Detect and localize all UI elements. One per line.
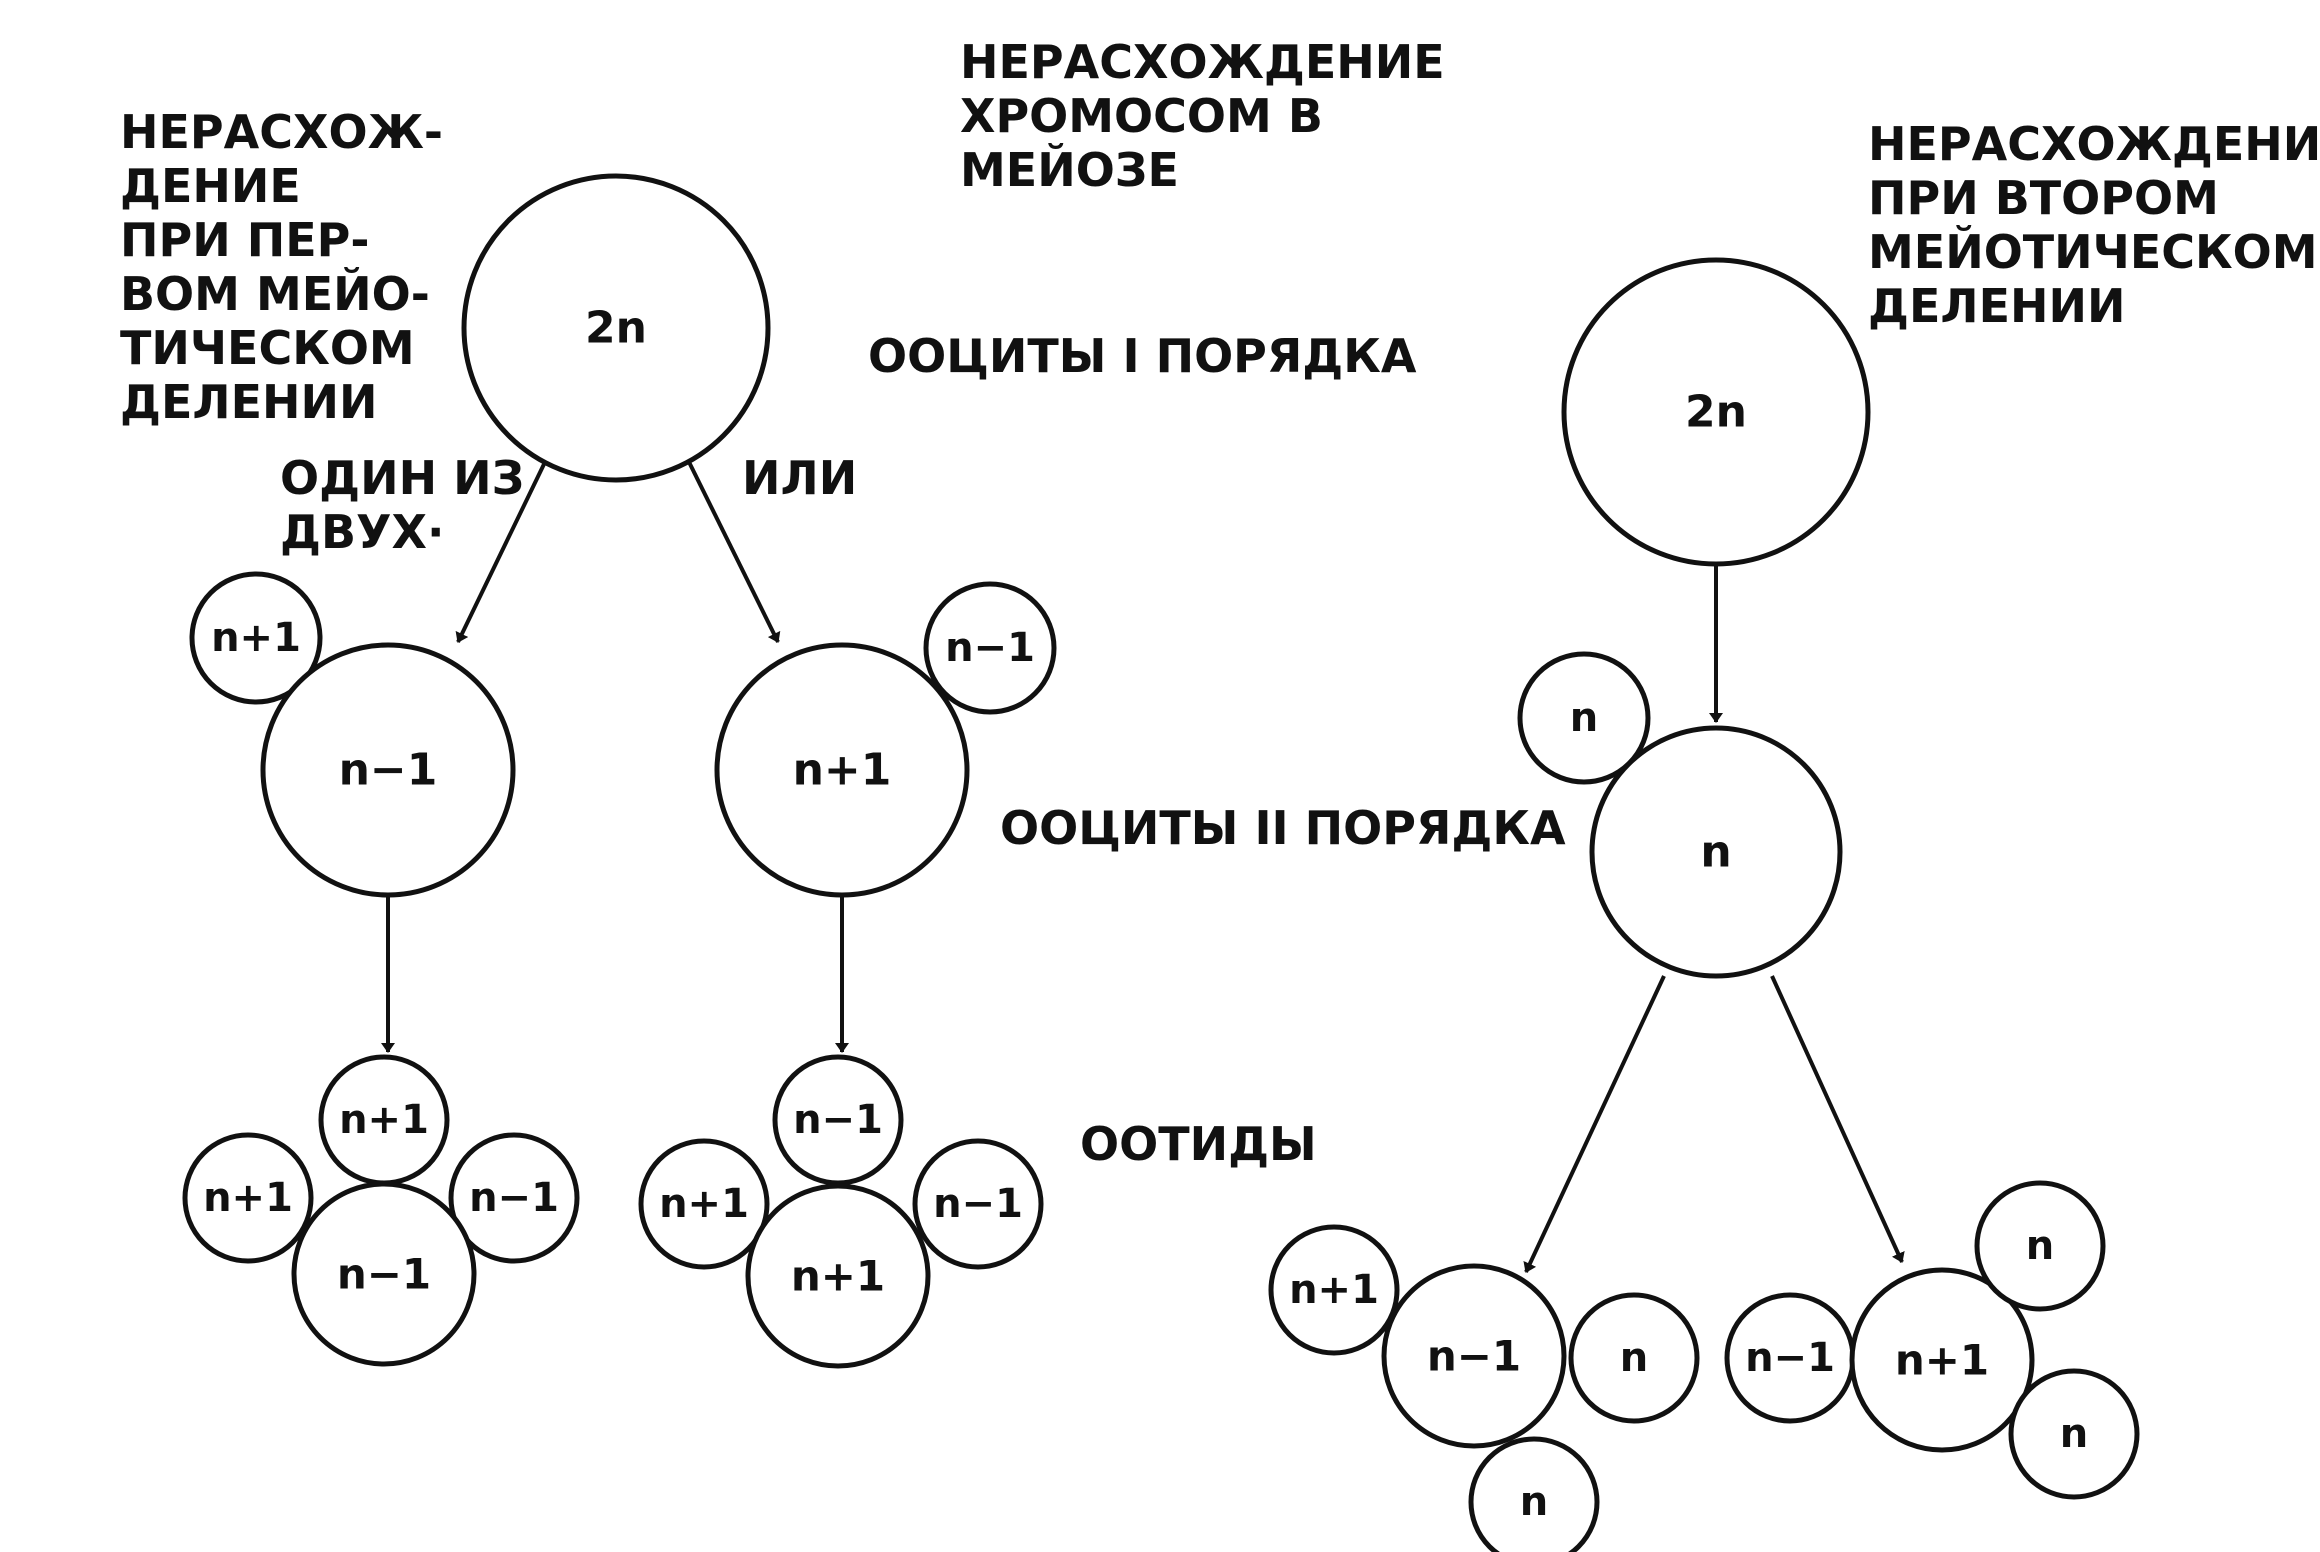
oocytes-1-line: ООЦИТЫ I ПОРЯДКА <box>868 329 1417 383</box>
cell-label: n−1 <box>1427 1332 1521 1381</box>
second-division-label: НЕРАСХОЖДЕНИЕ ПРИ ВТОРОМ МЕЙОТИЧЕСКОМ ДЕ… <box>1868 117 2320 333</box>
cell-label: n <box>2060 1411 2088 1457</box>
cell-label: n <box>1520 1479 1548 1525</box>
cell-label: n+1 <box>211 615 301 661</box>
first-division-line: ТИЧЕСКОМ <box>120 321 415 375</box>
first-division-line: ДЕЛЕНИИ <box>120 375 378 429</box>
title-line: МЕЙОЗЕ <box>960 143 1179 197</box>
cell-left-primary: 2n <box>461 173 771 483</box>
cell-right-b-ootid-bottom: n <box>2008 1368 2140 1500</box>
cell-label: n+1 <box>203 1175 293 1221</box>
cell-right-b-ootid-main: n+1 <box>1849 1267 2035 1453</box>
second-division-line: ПРИ ВТОРОМ <box>1868 171 2219 225</box>
arrow-left-b <box>686 459 781 643</box>
ootids-label: ООТИДЫ <box>1080 1117 1317 1171</box>
cell-label: n−1 <box>469 1175 559 1221</box>
first-division-line: ПРИ ПЕР- <box>120 213 369 267</box>
second-division-line: ДЕЛЕНИИ <box>1868 279 2126 333</box>
cell-label: n−1 <box>793 1097 883 1143</box>
cell-left-a-ootid-right: n−1 <box>448 1132 580 1264</box>
cell-left-a-ootid-top: n+1 <box>318 1054 450 1186</box>
first-division-line: ДЕНИЕ <box>120 159 301 213</box>
title-line: ХРОМОСОМ В <box>960 89 1323 143</box>
cell-right-a-ootid-right: n <box>1568 1292 1700 1424</box>
cell-label: 2n <box>585 303 647 354</box>
cell-left-a-secondary: n−1 <box>260 642 516 898</box>
cell-right-a-ootid-main: n−1 <box>1381 1263 1567 1449</box>
ootids-line: ООТИДЫ <box>1080 1117 1317 1171</box>
cell-label: n+1 <box>659 1181 749 1227</box>
title-label: НЕРАСХОЖДЕНИЕ ХРОМОСОМ В МЕЙОЗЕ <box>960 35 1461 197</box>
second-division-line: НЕРАСХОЖДЕНИЕ <box>1868 117 2320 171</box>
arrow-right-a <box>1523 975 1666 1273</box>
arrow-right-b <box>1770 975 1905 1263</box>
first-division-label: НЕРАСХОЖ- ДЕНИЕ ПРИ ПЕР- ВОМ МЕЙО- ТИЧЕС… <box>120 105 459 429</box>
one-of-two-line: ОДИН ИЗ <box>280 451 524 505</box>
cell-label: n <box>1700 827 1731 878</box>
cell-left-a-ootid-left: n+1 <box>182 1132 314 1264</box>
cell-left-b-ootid-main: n+1 <box>745 1183 931 1369</box>
cell-label: n+1 <box>339 1097 429 1143</box>
cell-left-b-ootid-top: n−1 <box>772 1054 904 1186</box>
cell-right-b-ootid-top: n <box>1974 1180 2106 1312</box>
cell-left-a-ootid-main: n−1 <box>291 1181 477 1367</box>
cell-label: n−1 <box>945 625 1035 671</box>
cell-label: 2n <box>1685 387 1747 438</box>
cell-right-b-ootid-left: n−1 <box>1724 1292 1856 1424</box>
cell-right-polar: n <box>1517 651 1651 785</box>
or-line: ИЛИ <box>742 451 857 505</box>
cell-label: n+1 <box>1895 1336 1989 1385</box>
cell-left-a-polar: n+1 <box>189 571 323 705</box>
cell-label: n <box>2026 1223 2054 1269</box>
first-division-line: ВОМ МЕЙО- <box>120 267 430 321</box>
title-line: НЕРАСХОЖДЕНИЕ <box>960 35 1445 89</box>
oocytes-2-line: ООЦИТЫ II ПОРЯДКА <box>1000 801 1566 855</box>
cell-right-primary: 2n <box>1561 257 1871 567</box>
cell-right-a-ootid-left: n+1 <box>1268 1224 1400 1356</box>
cell-right-a-ootid-bottom: n <box>1468 1436 1600 1552</box>
arrows <box>381 459 1905 1273</box>
arrow-left-a <box>455 459 548 643</box>
oocytes-2-label: ООЦИТЫ II ПОРЯДКА <box>1000 801 1566 855</box>
cell-left-b-ootid-left: n+1 <box>638 1138 770 1270</box>
cell-left-b-polar: n−1 <box>923 581 1057 715</box>
cell-label: n <box>1570 695 1598 741</box>
cell-label: n+1 <box>1289 1267 1379 1313</box>
cell-right-secondary: n <box>1589 725 1843 979</box>
cell-left-b-ootid-right: n−1 <box>912 1138 1044 1270</box>
first-division-line: НЕРАСХОЖ- <box>120 105 443 159</box>
cell-left-b-secondary: n+1 <box>714 642 970 898</box>
or-label: ИЛИ <box>742 451 857 505</box>
cell-label: n−1 <box>1745 1335 1835 1381</box>
cell-label: n <box>1620 1335 1648 1381</box>
cell-label: n−1 <box>339 745 438 796</box>
cell-label: n+1 <box>793 745 892 796</box>
cell-label: n−1 <box>933 1181 1023 1227</box>
oocytes-1-label: ООЦИТЫ I ПОРЯДКА <box>868 329 1417 383</box>
one-of-two-line: ДВУХ· <box>280 505 444 559</box>
cell-label: n+1 <box>791 1252 885 1301</box>
cell-label: n−1 <box>337 1250 431 1299</box>
second-division-line: МЕЙОТИЧЕСКОМ <box>1868 225 2318 279</box>
one-of-two-label: ОДИН ИЗ ДВУХ· <box>280 451 540 559</box>
